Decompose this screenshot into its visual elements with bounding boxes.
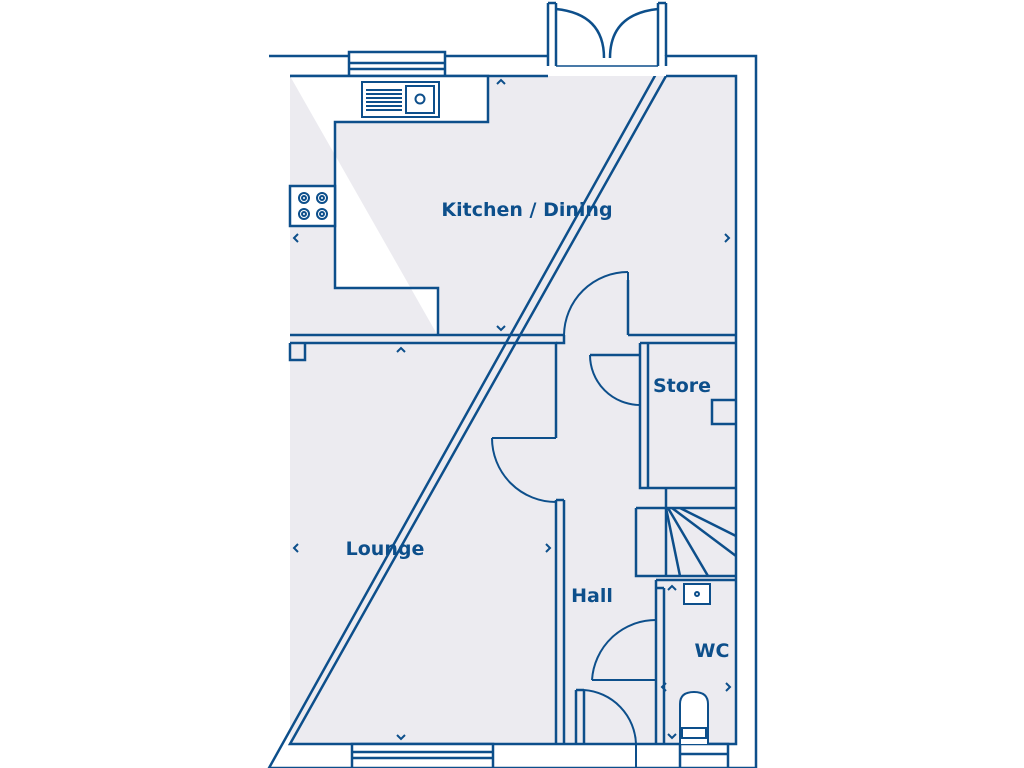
chevron-icon [667,584,677,591]
outer-walls [267,50,758,768]
kitchen-counter [290,74,490,336]
chevron-icon [545,543,552,553]
room-label-lounge: Lounge [346,538,425,560]
door-wc [591,618,657,681]
chevron-icon [496,325,506,332]
chevron-icon [667,733,677,740]
toilet-icon [679,690,709,744]
door-front [583,689,637,768]
chevron-icon [396,734,406,741]
basin-icon [683,583,711,605]
room-label-wc: WC [695,640,730,662]
french-doors [546,1,668,76]
room-label-kitchen-dining: Kitchen / Dining [441,199,612,221]
floor-fill [290,76,736,744]
room-label-hall: Hall [571,585,613,607]
door-lounge [491,437,557,503]
chevron-icon [396,346,406,353]
chevron-icon [660,682,667,692]
hob-icon [298,192,328,220]
dimension-markers [292,78,732,741]
door-store [589,354,641,406]
room-label-store: Store [653,375,711,397]
chevron-icon [724,233,731,243]
door-kitchen [563,271,629,336]
internal-walls [288,280,737,744]
chevron-icon [292,233,299,243]
sink-icon [361,81,440,118]
chevron-icon [292,543,299,553]
chevron-icon [725,682,732,692]
chevron-icon [496,78,506,85]
